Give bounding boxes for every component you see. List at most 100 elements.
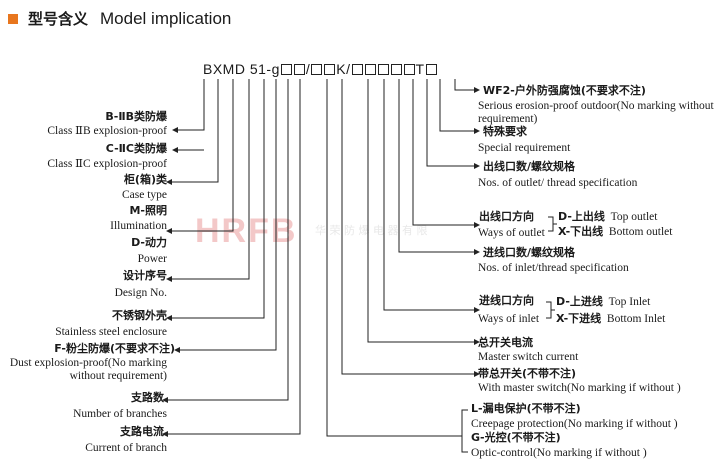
connector-stainless (172, 79, 265, 319)
label-class-b-en: Class ⅡB explosion-proof (47, 125, 167, 137)
label-special-zh: 特殊要求 (483, 125, 527, 138)
connector-outlet-way (412, 79, 474, 226)
arrow (166, 228, 172, 234)
label-stainless-zh: 不锈钢外壳 (112, 309, 167, 322)
label-current-zh: 支路电流 (120, 425, 164, 438)
label-design-en: Design No. (114, 287, 167, 299)
label-inlet-no-en: Nos. of inlet/thread specification (478, 262, 629, 274)
label-d-en: Power (137, 253, 167, 265)
arrow (474, 222, 480, 228)
label-m-en: Illumination (110, 220, 167, 232)
connector-case (172, 79, 219, 183)
connector-dust (180, 79, 277, 351)
connector-class (178, 79, 205, 131)
label-inlet-way-zh: 进线口方向 (479, 294, 534, 307)
label-outlet-way-zh: 出线口方向 (479, 210, 534, 223)
arrow (162, 431, 168, 437)
label-outlet-no-en: Nos. of outlet/ thread specification (478, 177, 638, 189)
label-optic-zh: G-光控(不带不注) (471, 431, 561, 444)
arrow (474, 163, 480, 169)
label-outlet-no-zh: 出线口数/螺纹规格 (483, 160, 576, 173)
slot-box (324, 63, 336, 75)
label-inlet-no-zh: 进线口数/螺纹规格 (483, 246, 576, 259)
label-inlet-way-en: Ways of inlet (478, 313, 540, 325)
model-t: T (415, 61, 425, 77)
label-branches-zh: 支路数 (131, 391, 164, 404)
slot-box (390, 63, 402, 75)
arrow (174, 347, 180, 353)
connector-creep (326, 79, 462, 437)
label-outlet-way-en: Ways of outlet (478, 227, 545, 239)
model-k: K (336, 61, 347, 77)
connector-branches (168, 79, 289, 401)
label-dust-en2: without requirement) (69, 370, 167, 382)
model-slash: / (346, 61, 351, 77)
label-class-c-zh: C-ⅡC类防爆 (105, 142, 167, 155)
label-inlet-top: D-上进线 Top Inlet (556, 295, 651, 308)
model-dash: - (266, 61, 272, 77)
label-outlet-top: D-上出线 Top outlet (558, 210, 658, 223)
label-case-zh: 柜(箱)类 (123, 173, 167, 186)
connector-inlet-way (383, 79, 474, 311)
connector-master (367, 79, 474, 343)
label-m-zh: M-照明 (129, 204, 167, 217)
connector-current (168, 79, 301, 435)
label-class-c-en: Class ⅡC explosion-proof (47, 158, 167, 170)
label-wf2-zh: WF2-户外防强腐蚀(不要求不注) (483, 84, 646, 97)
label-creep-zh: L-漏电保护(不带不注) (471, 402, 581, 415)
label-wf2-en2: requirement) (478, 113, 538, 125)
label-master-en: Master switch current (478, 351, 579, 363)
arrow (162, 397, 168, 403)
label-wf2-en1: Serious erosion-proof outdoor(No marking… (478, 100, 714, 112)
label-with-master-zh: 带总开关(不带不注) (478, 367, 577, 380)
connector-inlet-no (398, 79, 474, 253)
arrow (474, 339, 480, 345)
bracket-outlet (548, 216, 554, 232)
label-dust-zh: F-粉尘防爆(不要求不注) (54, 342, 175, 355)
connector-with-master (341, 79, 474, 375)
bracket-inlet (546, 301, 552, 319)
label-class-b-zh: B-ⅡB类防爆 (105, 110, 167, 123)
arrow (474, 249, 480, 255)
header: 型号含义 Model implication (8, 8, 231, 29)
label-case-en: Case type (121, 189, 167, 201)
arrow (166, 179, 172, 185)
slot-box (293, 63, 305, 75)
label-special-en: Special requirement (478, 142, 571, 154)
slot-box (377, 63, 389, 75)
model-prefix: BXMD (203, 61, 246, 77)
connector-md (172, 79, 234, 232)
arrow (166, 276, 172, 282)
connector-wf2 (454, 79, 474, 91)
arrow (474, 128, 480, 134)
arrow (172, 127, 178, 133)
label-dust-en1: Dust explosion-proof(No marking (9, 357, 167, 369)
model-g: g (271, 61, 280, 77)
label-stainless-en: Stainless steel enclosure (55, 326, 167, 338)
label-d-zh: D-动力 (131, 236, 167, 249)
arrow (172, 147, 178, 153)
model-code: BXMD 51-g/K/T (203, 61, 438, 77)
label-with-master-en: With master switch(No marking if without… (478, 382, 681, 394)
arrow (474, 87, 480, 93)
label-inlet-bottom: X-下进线 Bottom Inlet (556, 312, 666, 325)
arrow (474, 371, 480, 377)
slot-box (280, 63, 292, 75)
label-branches-en: Number of branches (73, 408, 167, 420)
slot-box (364, 63, 376, 75)
label-current-en: Current of branch (85, 442, 167, 454)
model-num: 51 (249, 61, 267, 77)
title-square-icon (8, 13, 18, 24)
slot-box (351, 63, 363, 75)
label-master-zh: 总开关电流 (478, 336, 533, 349)
arrow (474, 307, 480, 313)
connector-outlet-no (426, 79, 474, 167)
arrow (166, 315, 172, 321)
label-outlet-bottom: X-下出线 Bottom outlet (558, 225, 673, 238)
slot-box (311, 63, 323, 75)
title-zh: 型号含义 (28, 10, 89, 28)
connector-design (172, 79, 250, 280)
label-creep-en: Creepage protection(No marking if withou… (471, 418, 678, 430)
connector-special (439, 79, 474, 132)
